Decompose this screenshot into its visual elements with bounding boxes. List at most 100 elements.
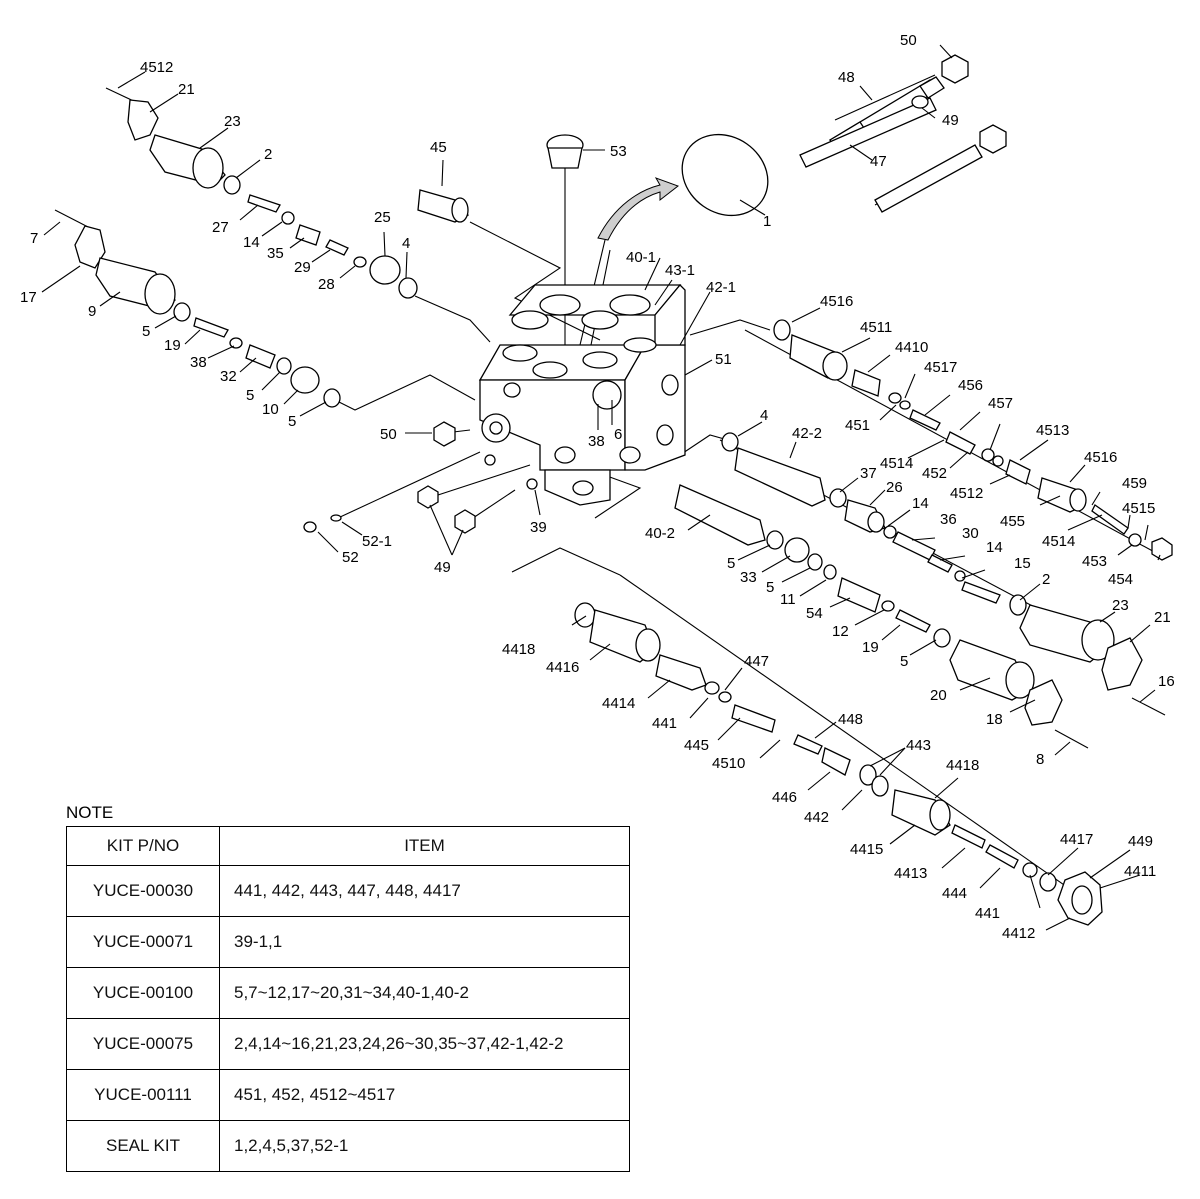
label-38: 38 xyxy=(588,433,605,450)
label-52: 52 xyxy=(342,549,359,566)
label-14a: 14 xyxy=(243,234,260,251)
kit-number: YUCE-00071 xyxy=(66,916,220,968)
label-54: 54 xyxy=(806,605,823,622)
label-27: 27 xyxy=(212,219,229,236)
label-443: 443 xyxy=(906,737,931,754)
valve-body xyxy=(478,284,686,506)
table-row: YUCE-00100 5,7~12,17~20,31~34,40-1,40-2 xyxy=(66,967,630,1019)
label-457: 457 xyxy=(988,395,1013,412)
nuts-49-50 xyxy=(911,54,1007,154)
label-19b: 19 xyxy=(862,639,879,656)
label-36: 36 xyxy=(940,511,957,528)
label-1: 1 xyxy=(763,213,771,230)
label-14c: 14 xyxy=(986,539,1003,556)
label-4513: 4514 xyxy=(880,455,913,472)
label-4411: 4412 xyxy=(1002,925,1035,942)
label-52-1: 52-1 xyxy=(362,533,392,550)
label-17: 17 xyxy=(20,289,37,306)
label-25: 25 xyxy=(374,209,391,226)
kit-number: SEAL KIT xyxy=(66,1120,220,1172)
label-455: 455 xyxy=(1000,513,1025,530)
label-23a: 23 xyxy=(224,113,241,130)
label-4418: 4510 xyxy=(712,755,745,772)
table-row: YUCE-00075 2,4,14~16,21,23,24,26~30,35~3… xyxy=(66,1018,630,1070)
left-cap-assembly xyxy=(54,209,341,408)
label-441b: 441 xyxy=(975,905,1000,922)
label-39: 39 xyxy=(530,519,547,536)
label-453: 453 xyxy=(1082,553,1107,570)
label-23b: 23 xyxy=(1112,597,1129,614)
label-2a: 2 xyxy=(264,146,272,163)
label-7: 7 xyxy=(30,230,38,247)
label-4514: 4514 xyxy=(1042,533,1075,550)
label-4414: 4415 xyxy=(850,841,883,858)
label-458: 459 xyxy=(1122,475,1147,492)
label-4a: 4 xyxy=(402,235,410,252)
kit-number: YUCE-00030 xyxy=(66,865,220,917)
label-4515: 4515 xyxy=(1122,500,1155,517)
kit-items: 5,7~12,17~20,31~34,40-1,40-2 xyxy=(219,967,630,1019)
label-448: 448 xyxy=(838,711,863,728)
label-leaders xyxy=(41,44,1161,931)
kit-table-header: KIT P/NO ITEM xyxy=(66,826,630,866)
label-459: 4410 xyxy=(895,339,928,356)
label-4516a: 4516 xyxy=(820,293,853,310)
label-4413: 4414 xyxy=(602,695,635,712)
label-447: 447 xyxy=(744,653,769,670)
label-35: 35 xyxy=(267,245,284,262)
item-header: ITEM xyxy=(219,826,630,866)
kit-items: 2,4,14~16,21,23,24,26~30,35~37,42-1,42-2 xyxy=(219,1018,630,1070)
table-row: SEAL KIT 1,2,4,5,37,52-1 xyxy=(66,1120,630,1172)
label-21b: 21 xyxy=(1154,609,1171,626)
kit-items: 39-1,1 xyxy=(219,916,630,968)
label-8: 8 xyxy=(1036,751,1044,768)
label-5d: 5 xyxy=(727,555,735,572)
label-445: 445 xyxy=(684,737,709,754)
relief-valve-451x xyxy=(773,319,1173,561)
label-28: 28 xyxy=(318,276,335,293)
kit-items: 451, 452, 4512~4517 xyxy=(219,1069,630,1121)
kit-items: 441, 442, 443, 447, 448, 4417 xyxy=(219,865,630,917)
label-452: 452 xyxy=(922,465,947,482)
label-34: 38 xyxy=(190,354,207,371)
label-5a: 5 xyxy=(142,323,150,340)
label-50a: 50 xyxy=(380,426,397,443)
label-2b: 2 xyxy=(1042,571,1050,588)
label-42-1: 42-1 xyxy=(706,279,736,296)
label-454: 454 xyxy=(1108,571,1133,588)
label-441a: 441 xyxy=(652,715,677,732)
label-11: 11 xyxy=(780,591,796,608)
label-29: 29 xyxy=(294,259,311,276)
label-5f: 5 xyxy=(900,653,908,670)
kit-number: YUCE-00111 xyxy=(66,1069,220,1121)
label-43-1: 43-1 xyxy=(665,262,695,279)
label-449: 449 xyxy=(1128,833,1153,850)
kit-number: YUCE-00075 xyxy=(66,1018,220,1070)
label-451: 451 xyxy=(845,417,870,434)
label-16: 16 xyxy=(1158,673,1175,690)
relief-valve-441x xyxy=(574,602,1103,926)
table-row: YUCE-00071 39-1,1 xyxy=(66,916,630,968)
label-33: 33 xyxy=(740,569,757,586)
label-14b: 14 xyxy=(912,495,929,512)
label-47: 47 xyxy=(870,153,887,170)
label-5e: 5 xyxy=(766,579,774,596)
o-ring-1 xyxy=(597,133,769,241)
label-49a: 49 xyxy=(434,559,451,576)
label-24: 4512 xyxy=(140,59,173,76)
label-4511: 4512 xyxy=(950,485,983,502)
kit-items: 1,2,4,5,37,52-1 xyxy=(219,1120,630,1172)
label-442: 442 xyxy=(804,809,829,826)
label-4410: 4411 xyxy=(1124,863,1156,880)
label-48: 48 xyxy=(838,69,855,86)
label-6: 6 xyxy=(614,426,622,443)
label-4417a: 4418 xyxy=(502,641,535,658)
plug-53 xyxy=(546,134,584,169)
label-4512: 4513 xyxy=(1036,422,1069,439)
label-42-2: 42-2 xyxy=(792,425,822,442)
kit-header: KIT P/NO xyxy=(66,826,220,866)
label-37: 37 xyxy=(860,465,877,482)
label-32: 32 xyxy=(220,368,237,385)
label-53: 53 xyxy=(610,143,627,160)
